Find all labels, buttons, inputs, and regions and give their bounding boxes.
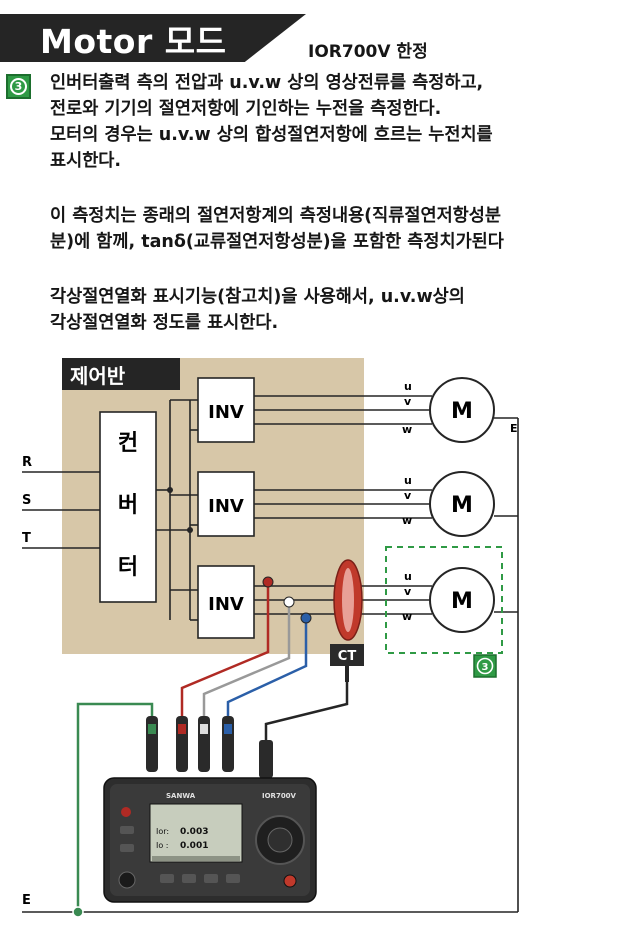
page-title: Motor 모드	[40, 22, 227, 61]
reading-prefix: Io :	[156, 841, 169, 850]
dc-bus	[156, 399, 198, 621]
ct-clamp-inner	[342, 568, 354, 632]
paragraph-2: 이 측정치는 종래의 절연저항계의 측정내용(직류절연저항성분 분)에 함께, …	[50, 203, 504, 255]
title-bar	[0, 14, 306, 62]
wiring-diagram: 제어반 R S T 컨 버 터 INV INV INV	[22, 358, 519, 918]
text-line: 각상절연열화 정도를 표시한다.	[50, 313, 279, 333]
phase-label: v	[404, 585, 412, 598]
inverter-box-2	[197, 471, 255, 537]
motor-2	[429, 471, 495, 537]
step-number: 3	[10, 78, 27, 95]
earth-label-right: E	[510, 422, 518, 435]
phase-label: w	[402, 514, 412, 527]
phase-label: u	[404, 474, 412, 487]
plug-band	[178, 724, 186, 734]
earth-wiring	[22, 417, 519, 913]
line-label-t: T	[22, 531, 31, 546]
phase-label: v	[404, 489, 412, 502]
reading-value: 0.001	[180, 841, 208, 851]
diagram-step-ring	[476, 657, 494, 675]
junction-dot	[187, 527, 193, 533]
power-button[interactable]	[118, 871, 136, 889]
panel-label-bg	[62, 358, 180, 390]
plug-band	[200, 724, 208, 734]
panel-label: 제어반	[70, 364, 126, 388]
device-button[interactable]	[120, 844, 134, 852]
junction-dot	[167, 487, 173, 493]
converter-char: 터	[118, 555, 138, 580]
text-line: 분)에 함께, tanδ(교류절연저항성분)을 포함한 측정치가된다	[50, 232, 504, 252]
measure-button[interactable]	[283, 874, 297, 888]
line-label-r: R	[22, 455, 32, 470]
converter-char: 컨	[118, 431, 138, 456]
clip-red	[262, 576, 274, 588]
motor-label: M	[451, 589, 473, 614]
paragraph-3: 각상절연열화 표시기능(참고치)을 사용해서, u.v.w상의 각상절연열화 정…	[50, 284, 465, 336]
reading-prefix: Ior:	[156, 827, 169, 836]
rotary-dial-center	[267, 827, 293, 853]
inverter-box-3	[197, 565, 255, 639]
model-note: IOR700V 한정	[308, 42, 428, 62]
device-button[interactable]	[120, 826, 134, 834]
input-lines	[22, 471, 100, 549]
inverter-box-1	[197, 377, 255, 443]
converter-box	[99, 411, 157, 603]
device-model: IOR700V	[262, 792, 297, 800]
probe-leads	[76, 582, 349, 912]
text-line: 전로와 기기의 절연저항에 기인하는 누전을 측정한다.	[50, 99, 442, 119]
motor-label: M	[451, 399, 473, 424]
motor-3	[429, 567, 495, 633]
phase-label: v	[404, 395, 412, 408]
text-line: 모터의 경우는 u.v.w 상의 합성절연저항에 흐르는 누전치를	[50, 125, 493, 145]
ct-plug	[259, 740, 273, 778]
converter-char: 버	[118, 493, 138, 518]
clip-white	[283, 596, 295, 608]
text-line: 표시한다.	[50, 151, 122, 171]
plug-band	[224, 724, 232, 734]
device-brand: SANWA	[166, 792, 196, 800]
inverter-label: INV	[208, 594, 244, 615]
ct-body	[330, 644, 364, 666]
motor-1	[429, 377, 495, 443]
inverter-label: INV	[208, 496, 244, 517]
phase-label: u	[404, 380, 412, 393]
plug-band	[148, 724, 156, 734]
motor-label: M	[451, 493, 473, 518]
phase-label: w	[402, 610, 412, 623]
step-badge: 3	[6, 74, 31, 99]
ct-label: CT	[338, 649, 357, 664]
text-line: 이 측정치는 종래의 절연저항계의 측정내용(직류절연저항성분	[50, 206, 501, 226]
meter-display	[149, 803, 243, 863]
line-label-s: S	[22, 493, 31, 508]
earth-clip	[72, 906, 84, 918]
phase-label: w	[402, 423, 412, 436]
earth-label: E	[22, 893, 31, 908]
text-line: 각상절연열화 표시기능(참고치)을 사용해서, u.v.w상의	[50, 287, 465, 307]
function-key[interactable]	[226, 874, 240, 883]
function-key[interactable]	[160, 874, 174, 883]
highlight-box	[385, 546, 503, 654]
text-line: 인버터출력 측의 전압과 u.v.w 상의 영상전류를 측정하고,	[50, 73, 484, 93]
diagram-step-number: 3	[482, 662, 489, 673]
paragraph-1: 인버터출력 측의 전압과 u.v.w 상의 영상전류를 측정하고, 전로와 기기…	[50, 70, 493, 174]
function-key[interactable]	[204, 874, 218, 883]
function-key[interactable]	[182, 874, 196, 883]
inverter-label: INV	[208, 402, 244, 423]
clip-blue	[300, 612, 312, 624]
reading-value: 0.003	[180, 827, 208, 837]
phase-label: u	[404, 570, 412, 583]
power-indicator	[121, 807, 131, 817]
display-softkey-bar	[152, 856, 240, 861]
